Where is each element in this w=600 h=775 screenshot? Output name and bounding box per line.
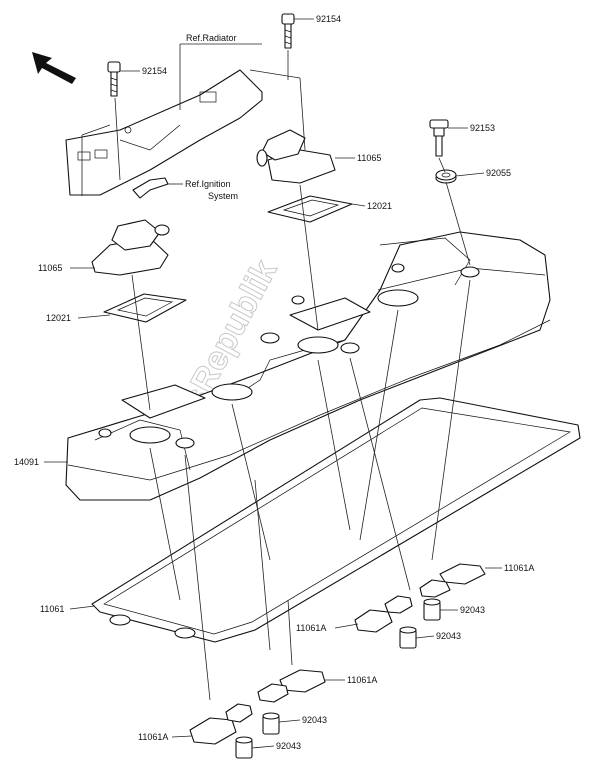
gasket-11061A-bottom[interactable] <box>189 703 253 745</box>
valve-cover[interactable] <box>65 231 551 501</box>
breather-cover-left[interactable] <box>91 219 170 276</box>
label-92154-top: 92154 <box>316 14 341 24</box>
gasket-11061A-center[interactable] <box>257 669 326 703</box>
label-92043-a: 92043 <box>460 605 485 615</box>
part-labels: Ref.Radiator Ref.Ignition System 92154 9… <box>14 14 534 751</box>
bolt-92154-top[interactable] <box>281 13 295 49</box>
arrow-icon <box>32 52 76 84</box>
leader-lines <box>44 18 502 749</box>
grommet-92055[interactable] <box>435 169 457 184</box>
collar-92043-d[interactable] <box>235 736 253 759</box>
ignition-clip[interactable] <box>132 177 169 199</box>
label-11065-right: 11065 <box>357 153 381 163</box>
gasket-11061[interactable] <box>91 397 581 643</box>
plate-right[interactable] <box>267 195 353 223</box>
label-12021-right: 12021 <box>367 201 392 211</box>
label-11061A-center: 11061A <box>347 675 377 685</box>
label-92055: 92055 <box>486 168 511 178</box>
gasket-11061A-mid[interactable] <box>354 595 413 633</box>
label-11061A-right: 11061A <box>504 563 534 573</box>
label-14091: 14091 <box>14 457 39 467</box>
label-92153: 92153 <box>470 123 495 133</box>
gasket-11061A-right[interactable] <box>419 563 486 598</box>
bolt-92153[interactable] <box>429 119 449 157</box>
assembly-lines <box>81 50 471 701</box>
collar-92043-a[interactable] <box>423 598 441 621</box>
collar-92043-c[interactable] <box>262 712 280 735</box>
label-11061A-bottom: 11061A <box>138 732 168 742</box>
bolt-92154-left[interactable] <box>107 61 121 97</box>
bracket[interactable] <box>65 69 263 196</box>
breather-cover-right[interactable] <box>256 129 336 184</box>
plate-left[interactable] <box>103 293 187 323</box>
label-12021-left: 12021 <box>46 313 71 323</box>
label-11061: 11061 <box>40 604 64 614</box>
label-ref-ignition-2: System <box>208 191 238 201</box>
label-11065-left: 11065 <box>38 263 62 273</box>
label-11061A-mid: 11061A <box>296 623 326 633</box>
label-92043-b: 92043 <box>436 631 461 641</box>
label-92154-left: 92154 <box>142 66 167 76</box>
label-92043-d: 92043 <box>276 741 301 751</box>
collar-92043-b[interactable] <box>399 626 417 649</box>
label-ref-radiator: Ref.Radiator <box>186 33 237 43</box>
label-ref-ignition-1: Ref.Ignition <box>185 179 231 189</box>
label-92043-c: 92043 <box>302 715 327 725</box>
